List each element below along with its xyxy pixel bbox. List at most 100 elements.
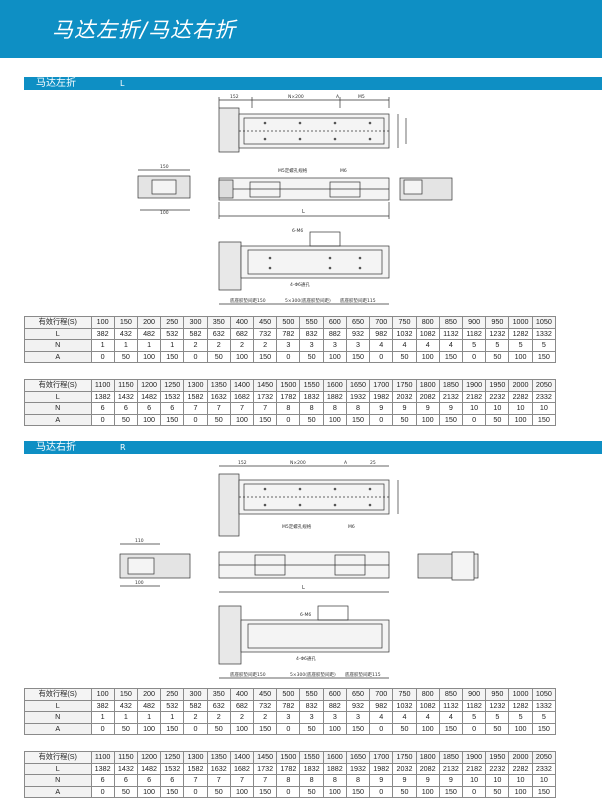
table-cell: 1150 [113, 751, 138, 764]
table-cell: 50 [113, 722, 138, 736]
table-cell: 7 [183, 774, 208, 787]
table-cell: 400 [229, 688, 255, 701]
table-cell: 100 [508, 785, 533, 799]
table-cell: 100 [415, 413, 440, 427]
table-cell: 1700 [369, 379, 394, 392]
table-cell: 150 [345, 350, 371, 364]
table-cell: 0 [369, 722, 394, 736]
dim-label: 底座胶垫间距115 [345, 671, 381, 678]
table-cell: 1132 [438, 327, 464, 341]
dim-label: 6-M6 [300, 612, 311, 618]
dim-label: 25 [370, 460, 376, 466]
table-cell: 6 [113, 402, 138, 415]
row-label: N [24, 774, 92, 787]
table-cell: 1532 [160, 762, 185, 776]
table-cell: 4 [392, 339, 417, 352]
table-cell: 832 [299, 699, 324, 713]
table-cell: 1 [113, 339, 138, 352]
table-cell: 1 [136, 339, 162, 352]
table-cell: 100 [90, 688, 115, 701]
table-cell: 50 [485, 722, 510, 736]
section-code-right: R [120, 443, 126, 452]
table-cell: 1750 [392, 751, 417, 764]
dim-label: A [336, 94, 340, 100]
table-cell: 1550 [299, 751, 324, 764]
table-cell: 1832 [299, 390, 324, 404]
dim-label: 150 [160, 164, 169, 170]
table-cell: 1 [90, 711, 115, 724]
page-title: 马达左折/马达右折 [52, 18, 237, 42]
table-cell: 1850 [438, 751, 464, 764]
table-cell: 2 [229, 339, 255, 352]
table-cell: 3 [276, 339, 301, 352]
table-cell: 1600 [322, 379, 347, 392]
table-cell: 400 [229, 316, 255, 329]
table-cell: 2 [229, 711, 255, 724]
table-cell: 50 [392, 413, 417, 427]
table-cell: 1650 [345, 379, 371, 392]
table-cell: 9 [392, 402, 417, 415]
dim-label: L [302, 585, 305, 591]
table-cell: 450 [253, 316, 278, 329]
table-cell: 1450 [253, 751, 278, 764]
table-cell: 3 [322, 339, 347, 352]
table-cell: 1400 [229, 751, 255, 764]
table-cell: 150 [160, 413, 185, 427]
table-cell: 1200 [136, 379, 162, 392]
table-cell: 750 [392, 316, 417, 329]
table-cell: 9 [369, 774, 394, 787]
table-cell: 1682 [229, 390, 255, 404]
table-cell: 250 [160, 688, 185, 701]
table-cell: 150 [160, 785, 185, 799]
table-cell: 7 [206, 402, 231, 415]
table-cell: 532 [160, 699, 185, 713]
table-cell: 9 [392, 774, 417, 787]
table-cell: 2232 [485, 762, 510, 776]
table-cell: 1432 [113, 762, 138, 776]
table-cell: 1150 [113, 379, 138, 392]
table-cell: 50 [113, 350, 138, 364]
table-cell: 1600 [322, 751, 347, 764]
table-cell: 1300 [183, 751, 208, 764]
table-cell: 3 [276, 711, 301, 724]
table-cell: 4 [438, 339, 464, 352]
table-cell: 2182 [462, 390, 487, 404]
row-label: L [24, 699, 92, 713]
table-cell: 150 [253, 413, 278, 427]
table-cell: 100 [322, 785, 347, 799]
table-cell: 2332 [531, 390, 557, 404]
table-cell: 482 [136, 327, 162, 341]
table-cell: 250 [160, 316, 185, 329]
table-cell: 150 [531, 722, 557, 736]
table-cell: 2032 [392, 390, 417, 404]
table-cell: 150 [531, 350, 557, 364]
table-cell: 1350 [206, 379, 231, 392]
table-cell: 432 [113, 327, 138, 341]
table-cell: 50 [113, 413, 138, 427]
table-cell: 8 [322, 774, 347, 787]
table-cell: 6 [90, 774, 115, 787]
section-title-right: 马达右折 [36, 442, 76, 453]
table-cell: 8 [276, 774, 301, 787]
table-cell: 150 [531, 785, 557, 799]
table-cell: 0 [90, 413, 115, 427]
table-cell: 1182 [462, 327, 487, 341]
table-cell: 200 [136, 688, 162, 701]
table-cell: 7 [183, 402, 208, 415]
row-label: L [24, 762, 92, 776]
table-cell: 5 [462, 339, 487, 352]
table-cell: 100 [322, 350, 347, 364]
table-cell: 0 [183, 722, 208, 736]
table-cell: 1250 [160, 379, 185, 392]
table-cell: 8 [299, 402, 324, 415]
table-cell: 1882 [322, 762, 347, 776]
table-cell: 1800 [415, 379, 440, 392]
table-cell: 1182 [462, 699, 487, 713]
table-cell: 50 [392, 785, 417, 799]
table-cell: 950 [485, 316, 510, 329]
